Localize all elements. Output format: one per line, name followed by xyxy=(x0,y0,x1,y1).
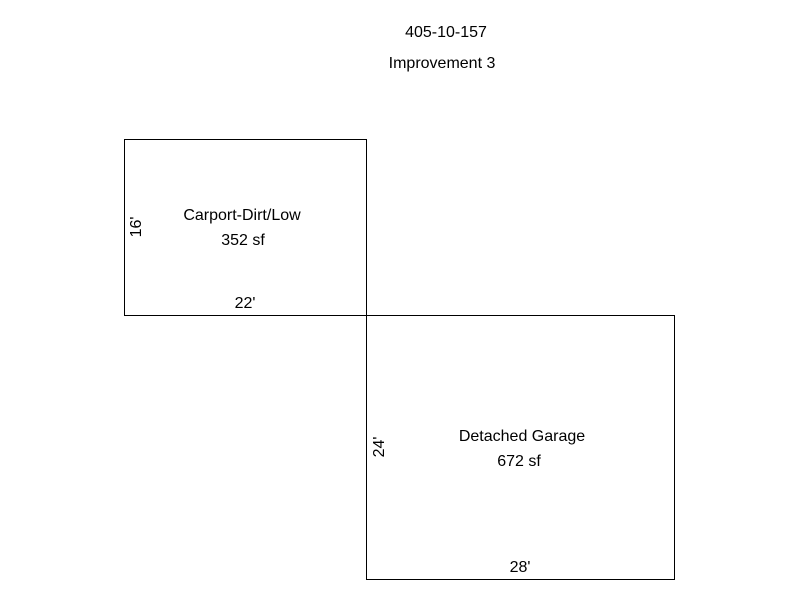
parcel-number: 405-10-157 xyxy=(405,24,487,41)
garage-outline xyxy=(366,315,675,580)
carport-name-label: Carport-Dirt/Low xyxy=(183,207,301,224)
carport-height-dimension: 16' xyxy=(128,217,145,238)
carport-outline xyxy=(124,139,367,316)
garage-width-dimension: 28' xyxy=(510,559,531,576)
carport-area-label: 352 sf xyxy=(221,232,265,249)
garage-name-label: Detached Garage xyxy=(459,428,585,445)
carport-area: Carport-Dirt/Low 352 sf 16' 22' xyxy=(124,139,367,316)
carport-width-dimension: 22' xyxy=(235,295,256,312)
garage-height-dimension: 24' xyxy=(371,437,388,458)
garage-area: Detached Garage 672 sf 24' 28' xyxy=(366,315,675,580)
garage-area-label: 672 sf xyxy=(497,453,541,470)
improvement-label: Improvement 3 xyxy=(389,55,496,72)
